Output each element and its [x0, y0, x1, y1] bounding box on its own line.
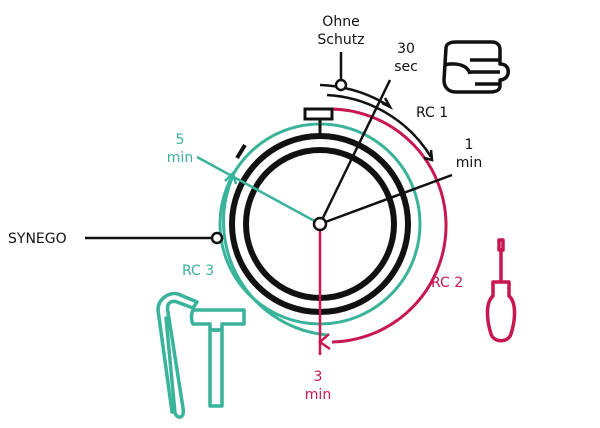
center-pivot	[312, 216, 328, 232]
time-5-min-number: 5	[176, 132, 185, 148]
time-3-min-number: 3	[314, 369, 323, 385]
hand-30sec	[318, 79, 392, 225]
time-5-min-unit: min	[167, 150, 193, 166]
fist-icon	[442, 40, 510, 94]
hand-1min	[319, 173, 453, 226]
rc1-arc	[326, 93, 433, 158]
rc2-arc-arrowhead	[317, 333, 331, 351]
synego-label: SYNEGO	[8, 231, 67, 247]
hammer-icon	[189, 308, 246, 408]
synego-marker	[210, 231, 224, 245]
rc1-arc-arrowhead	[423, 149, 434, 162]
time-1-min-number: 1	[465, 137, 474, 153]
rc2-arc	[326, 107, 448, 344]
ohne-schutz-label-line2: Schutz	[317, 32, 364, 48]
rc3-label: RC 3	[182, 263, 214, 279]
ohne-schutz-arc-arrowhead	[381, 97, 394, 110]
time-3-min-unit: min	[305, 387, 331, 403]
time-30-sec-number: 30	[397, 41, 415, 57]
time-30-sec-unit: sec	[394, 59, 418, 75]
rc1-label: RC 1	[416, 105, 448, 121]
crowbar-icon	[156, 291, 199, 419]
rc3-arc	[222, 175, 328, 337]
hand-5min	[196, 155, 321, 226]
ohne-schutz-label-line1: Ohne	[322, 14, 359, 30]
time-1-min-unit: min	[456, 155, 482, 171]
screwdriver-icon	[485, 238, 517, 343]
rc2-label: RC 2	[431, 275, 463, 291]
ohne-schutz-marker	[334, 78, 348, 92]
